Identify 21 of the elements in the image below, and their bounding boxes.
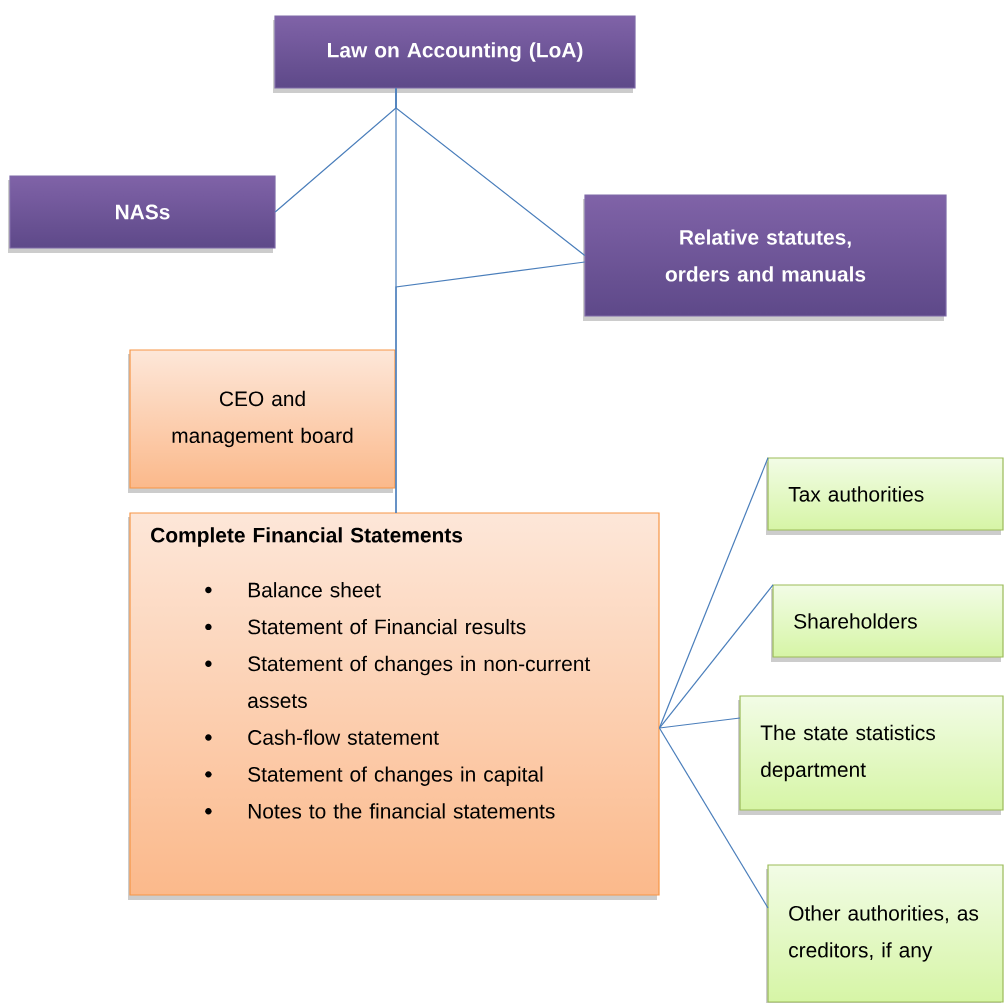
heading-box: Law on Accounting (LoA) bbox=[273, 15, 636, 93]
connector-line bbox=[658, 727, 769, 909]
recipient-box: Tax authorities bbox=[766, 457, 1004, 535]
heading-box: Relative statutes, orders and manuals bbox=[583, 194, 947, 321]
list-item: Statement of changes in capital bbox=[205, 766, 543, 786]
content-box: CEO and management board bbox=[128, 349, 396, 493]
connector-line bbox=[395, 261, 586, 514]
connector-line bbox=[658, 717, 741, 729]
heading-box: NASs bbox=[8, 175, 276, 253]
list-item: Notes to the financial statements bbox=[205, 803, 555, 819]
recipient-box: Shareholders bbox=[771, 584, 1004, 662]
recipient-box: The state statistics department bbox=[738, 695, 1004, 815]
list-item: Cash-flow statement bbox=[205, 729, 439, 745]
list-item: Balance sheet bbox=[205, 582, 381, 598]
connector-line bbox=[658, 457, 769, 729]
recipient-box: Other authorities, as creditors, if any bbox=[766, 864, 1004, 1003]
connector-line bbox=[658, 584, 774, 729]
list-item: Statement of changes in non-current assets bbox=[205, 655, 591, 708]
content-box bbox=[128, 512, 660, 900]
list-heading: Complete Financial Statements bbox=[151, 527, 463, 547]
list-item: Statement of Financial results bbox=[205, 618, 526, 635]
